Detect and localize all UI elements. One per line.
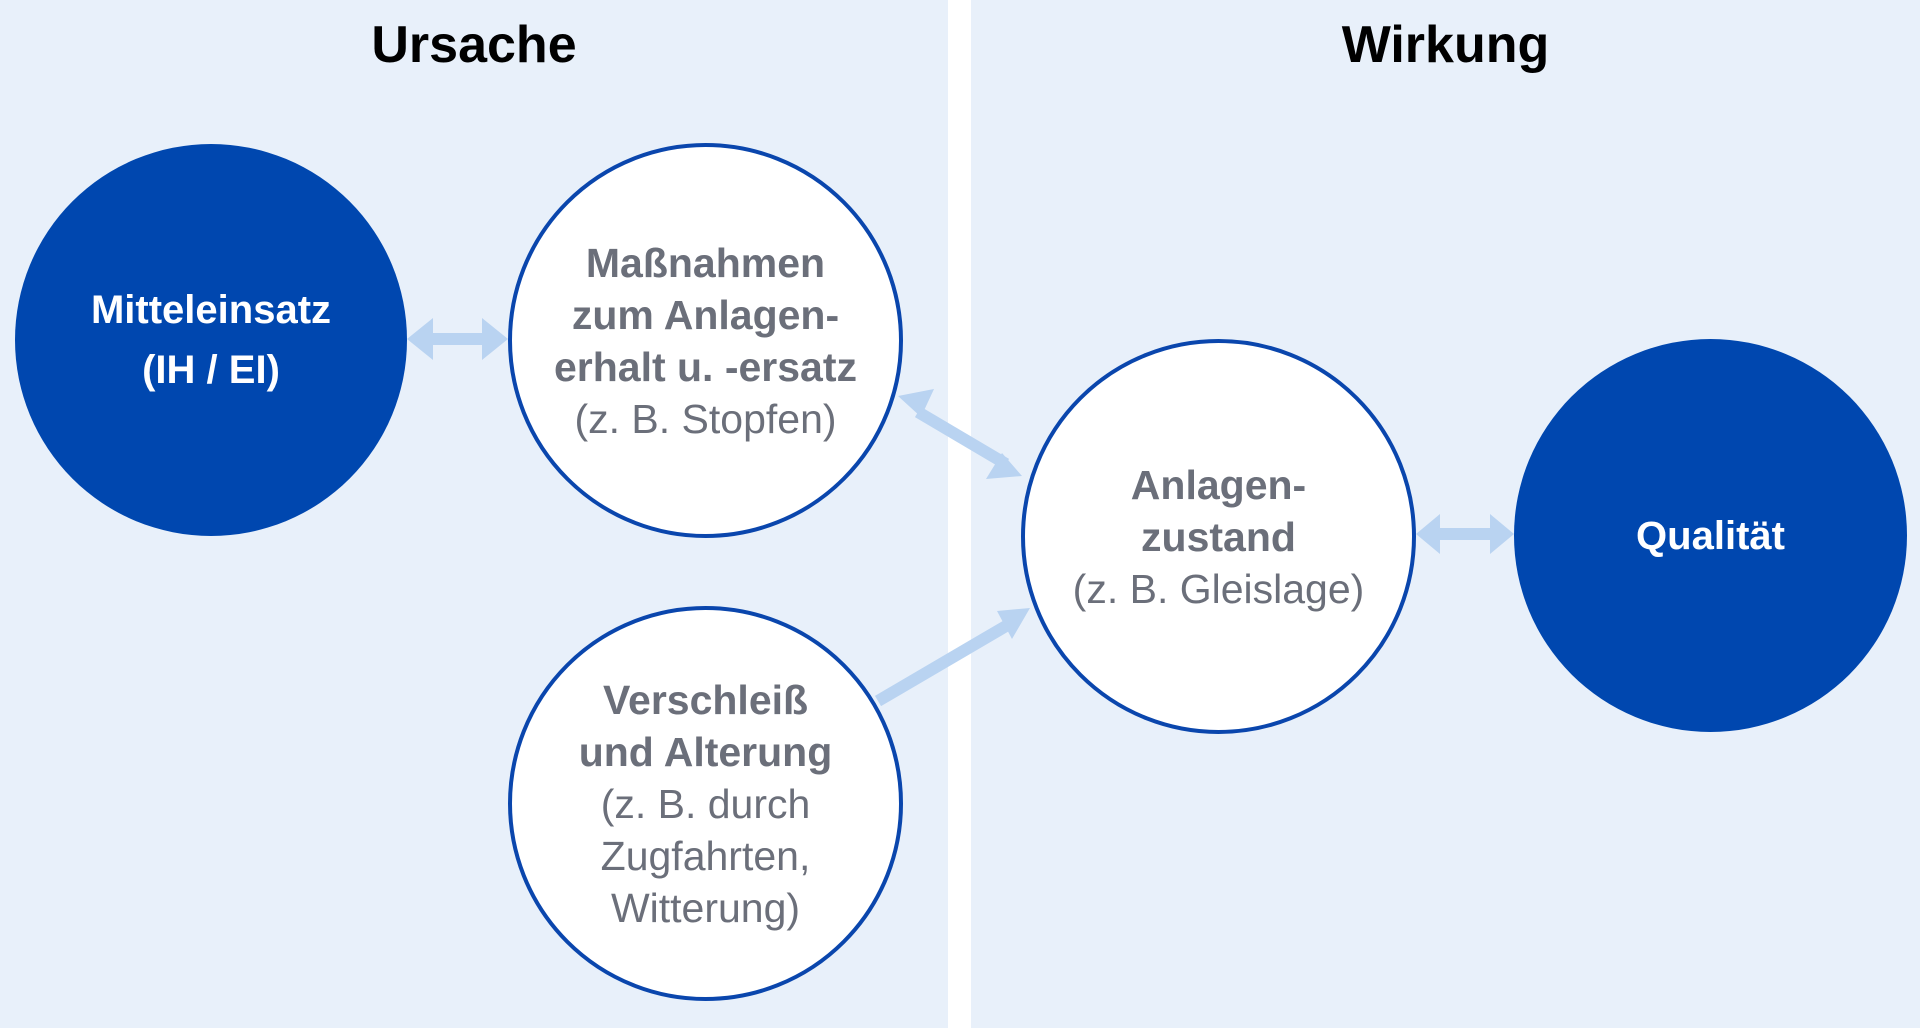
verschleiss-node: Verschleiß und Alterung (z. B. durch Zug… xyxy=(508,606,903,1001)
verschleiss-example-2: Zugfahrten, xyxy=(600,832,811,879)
ursache-title: Ursache xyxy=(371,16,577,74)
qualitaet-node: Qualität xyxy=(1514,339,1907,732)
wirkung-title: Wirkung xyxy=(1341,16,1550,74)
verschleiss-label-1: Verschleiß xyxy=(602,676,809,723)
anlagenzustand-label-1: Anlagen- xyxy=(1130,461,1307,508)
mitteleinsatz-node: Mitteleinsatz (IH / EI) xyxy=(15,144,407,536)
mitteleinsatz-sublabel: (IH / EI) xyxy=(142,348,280,392)
massnahmen-label-2: zum Anlagen- xyxy=(571,291,840,338)
verschleiss-label-2: und Alterung xyxy=(578,728,833,775)
anlagenzustand-label-2: zustand xyxy=(1141,513,1296,560)
massnahmen-label-3: erhalt u. -ersatz xyxy=(553,343,858,390)
massnahmen-label-1: Maßnahmen xyxy=(585,239,826,286)
verschleiss-example-1: (z. B. durch xyxy=(600,780,811,827)
qualitaet-label: Qualität xyxy=(1636,513,1785,558)
verschleiss-example-3: Witterung) xyxy=(610,884,801,931)
anlagenzustand-example: (z. B. Gleislage) xyxy=(1072,565,1365,612)
massnahmen-example: (z. B. Stopfen) xyxy=(574,395,837,442)
massnahmen-node: Maßnahmen zum Anlagen- erhalt u. -ersatz… xyxy=(508,143,903,538)
anlagenzustand-node: Anlagen- zustand (z. B. Gleislage) xyxy=(1021,339,1416,734)
mitteleinsatz-label: Mitteleinsatz xyxy=(90,288,332,332)
